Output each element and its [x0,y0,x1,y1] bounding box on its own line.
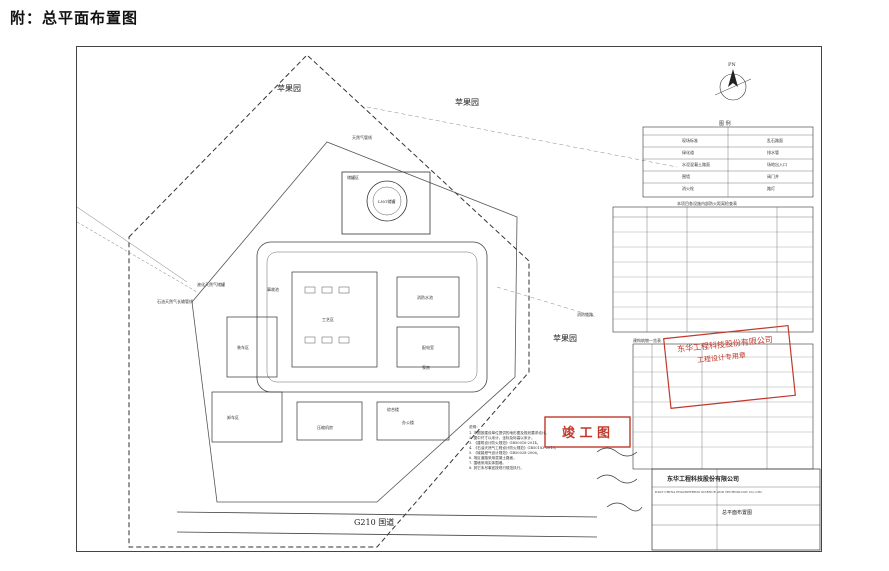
equipment-2 [321,286,333,294]
building-label-6: 消防水池 [417,295,433,300]
legend-item-7: 围墙 [682,174,690,179]
distance-table-title: 本项目各设施内部防火距离检查表 [677,201,737,206]
note-3: 3. 《建筑设计防火规范》GB50016-2014。 [469,441,541,445]
legend-item-9: 消火栓 [682,186,694,191]
equipment-3 [338,286,350,294]
fire-water-pool [396,276,460,318]
equipment-1 [304,286,316,294]
company-name: 东华工程科技股份有限公司 [667,476,740,483]
pipeline-leader-1 [77,206,188,283]
legend-item-5: 水泥混凝土路面 [682,162,710,167]
pipeline-leader-3 [366,106,678,168]
building-label-2: LNG储罐 [378,199,396,204]
completion-stamp-text: 竣 工 图 [562,426,611,441]
legend-item-8: 阀门井 [767,174,779,179]
note-8: 8. 其它未尽事宜按现行规范执行。 [469,466,524,470]
equipment-4 [304,336,316,344]
company-name-en: EAST CHINA ENGINEERING SCIENCE AND TECHN… [655,490,763,494]
compass-line [714,78,752,96]
company-seal [663,324,796,409]
legend-item-1: 现场标准 [682,138,698,143]
note-6: 6. 场区道路采用混凝土路面。 [469,456,517,460]
signature-2 [596,474,638,484]
notes-title: 说明： [469,425,480,429]
legend-item-4: 排水管 [767,150,779,155]
pipeline-leader-2 [77,221,198,293]
pipeline-label-4: 消防道路 [577,312,593,317]
site-boundary [128,54,530,548]
north-label: PN [728,62,736,68]
building-label-12: 泵房 [422,365,430,370]
legend-item-6: 场地出入口 [767,162,787,167]
unloading-area [211,391,283,443]
note-5: 5. 《城镇燃气设计规范》GB50028-2006。 [469,451,541,455]
orchard-label-2: 苹果园 [455,98,479,107]
orchard-label-1: 苹果园 [277,84,301,93]
legend-item-3: 绿化道 [682,150,694,155]
compressor-room [296,401,363,441]
building-label-11: 工艺区 [322,317,334,322]
inner-boundary [191,141,518,503]
completion-stamp [544,416,631,448]
tank-area [341,171,431,235]
lng-tank-inner [372,186,402,216]
pump-house [396,326,460,368]
orchard-label-3: 苹果园 [553,334,577,343]
building-label-4: 综合楼 [387,407,399,412]
legend-item-10: 路灯 [767,186,775,191]
legend-item-2: 乱石路面 [767,138,783,143]
highway-line-2 [176,531,598,538]
building-label-3: 压缩机房 [317,425,333,430]
loading-area [226,316,278,378]
building-label-9: 装车区 [237,345,249,350]
note-7: 7. 围墙采用实体围墙。 [469,461,506,465]
process-area [291,271,378,368]
site-plan-drawing [77,54,821,551]
equipment-6 [338,336,350,344]
road-label: G210 国道 [354,518,395,527]
lng-tank [366,180,408,222]
note-1: 1. 本图按建设单位提供的地形图及规划要求设计。 [469,431,550,435]
building-index-title: 建构筑物一览表 [633,338,661,343]
note-2: 2. 图中尺寸以米计，坐标及标高以米计。 [469,436,535,440]
building-label-1: 储罐区 [347,175,359,180]
north-arrow [728,69,738,87]
pipeline-label-2: 石油天然气长输管线 [157,299,193,304]
drawing-title: 总平面布置图 [722,510,753,516]
building-label-7: 配电室 [422,345,434,350]
signature-1 [596,447,638,457]
title-block-frame [651,468,821,551]
building-label-8: 事故池 [267,287,279,292]
signature-3 [606,502,643,512]
pipeline-label-3: 天然气管线 [352,135,372,140]
pipeline-label-1: 液化天然气储罐 [197,282,225,287]
pipeline-leader-4 [496,286,598,318]
equipment-5 [321,336,333,344]
page-heading: 附：总平面布置图 [10,9,139,27]
office-building [376,401,450,441]
legend-title: 图 例 [719,121,731,127]
building-label-5: 办公楼 [402,420,414,425]
highway-line-1 [176,511,598,518]
note-4: 4. 《石油天然气工程设计防火规范》GB50183-2015。 [469,446,559,450]
distance-table [612,206,814,333]
building-label-10: 卸车区 [227,415,239,420]
drawing-sheet: 苹果园 苹果园 苹果园 G210 国道 PN 图 例 现场标准 乱石路面 绿化道… [76,46,822,552]
